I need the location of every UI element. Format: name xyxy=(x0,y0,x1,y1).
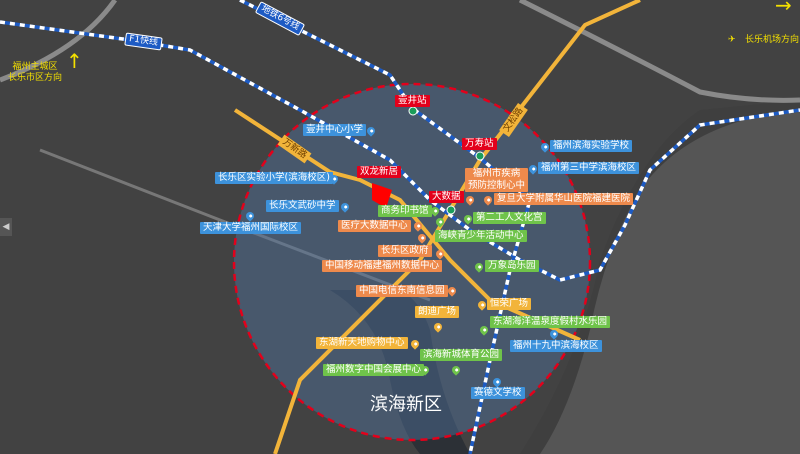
district-label: 滨海新区 xyxy=(370,394,442,415)
station-yijing[interactable]: 壹井站 xyxy=(395,95,430,107)
poi-commerce[interactable]: 恒荣广场 xyxy=(487,298,532,310)
poi-school[interactable]: 福州滨海实验学校 xyxy=(550,140,633,152)
poi-school[interactable]: 福州十九中滨海校区 xyxy=(510,340,602,352)
poi-school[interactable]: 长乐区实验小学(滨海校区) xyxy=(215,172,333,184)
poi-cdc-line2: 预防控制心中 xyxy=(468,180,526,191)
sea xyxy=(540,110,800,454)
poi-leisure[interactable]: 海峡青少年活动中心 xyxy=(435,230,527,242)
airport-direction: 长乐机场方向 xyxy=(745,35,800,45)
poi-leisure[interactable]: 第二工人文化宫 xyxy=(473,212,546,224)
poi-school[interactable]: 福州第三中学滨海校区 xyxy=(538,162,640,174)
project-site-marker xyxy=(372,183,392,208)
highway xyxy=(518,0,800,103)
station-icon xyxy=(408,106,418,116)
direction-text: 福州主城区 xyxy=(12,62,58,72)
poi-institution[interactable]: 复旦大学附属华山医院福建医院 xyxy=(494,193,634,205)
side-panel-handle[interactable]: ◀ xyxy=(0,218,12,236)
poi-institution[interactable]: 长乐区政府 xyxy=(378,245,432,257)
poi-leisure[interactable]: 东湖海洋温泉度假村水乐园 xyxy=(490,316,611,328)
highway xyxy=(39,148,431,302)
poi-commerce[interactable]: 朗迪广场 xyxy=(415,306,460,318)
metro-f1 xyxy=(0,20,800,282)
poi-commerce[interactable]: 东湖新天地购物中心 xyxy=(316,337,408,349)
arrow-up-icon: ↑ xyxy=(66,49,83,73)
highway xyxy=(0,0,118,83)
poi-leisure[interactable]: 滨海新城体育公园 xyxy=(420,349,503,361)
poi-institution[interactable]: 中国移动福建福州数据中心 xyxy=(322,260,443,272)
poi-leisure[interactable]: 福州数字中国会展中心 xyxy=(323,364,425,376)
direction-text: 长乐市区方向 xyxy=(8,73,63,83)
poi-cdc[interactable]: 福州市疾病 预防控制心中 xyxy=(465,168,529,192)
poi-cdc-line1: 福州市疾病 xyxy=(472,168,521,179)
poi-school[interactable]: 长乐文武砂中学 xyxy=(266,200,339,212)
airplane-icon: ✈ xyxy=(728,35,736,45)
poi-institution[interactable]: 医疗大数据中心 xyxy=(338,220,411,232)
poi-school[interactable]: 壹井中心小学 xyxy=(303,124,367,136)
main-city-direction: 福州主城区 长乐市区方向 xyxy=(8,62,62,84)
poi-school[interactable]: 天津大学福州国际校区 xyxy=(200,222,302,234)
station-icon xyxy=(446,205,456,215)
poi-school[interactable]: 赛德文学校 xyxy=(471,387,525,399)
station-shuanglong[interactable]: 双龙新居 xyxy=(357,166,402,178)
station-icon xyxy=(475,151,485,161)
arrow-right-icon: → xyxy=(775,0,792,17)
station-dashuju[interactable]: 大数据 xyxy=(429,191,464,203)
station-wanshou[interactable]: 万寿站 xyxy=(462,138,497,150)
poi-institution[interactable]: 中国电信东南信息园 xyxy=(356,285,448,297)
poi-leisure[interactable]: 商务印书馆 xyxy=(378,205,432,217)
poi-leisure[interactable]: 万象岛乐园 xyxy=(485,260,539,272)
